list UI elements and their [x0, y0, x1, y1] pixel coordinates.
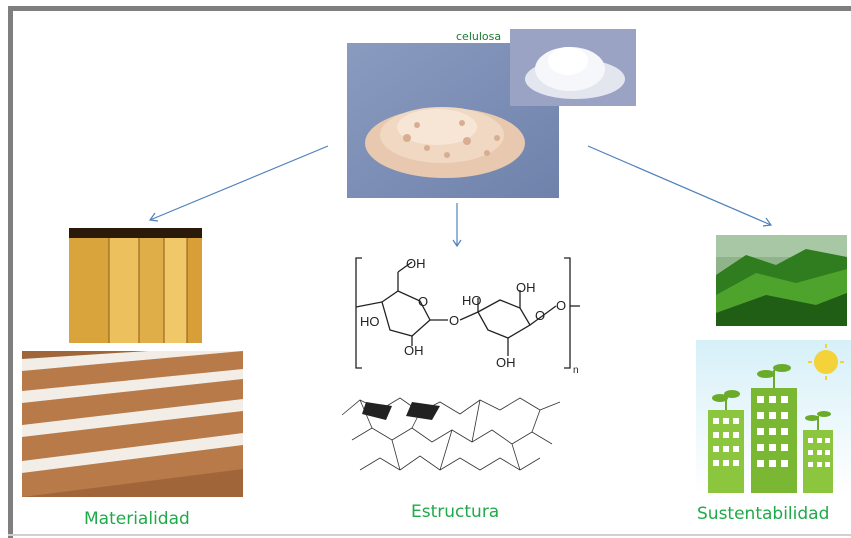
green-city-illustration — [696, 340, 851, 493]
formula-o-ring1: O — [418, 294, 428, 309]
forest-photo — [716, 235, 847, 326]
formula-ho-mid: HO — [462, 293, 482, 308]
formula-oh-top: OH — [406, 256, 426, 271]
formula-ho-left: HO — [360, 314, 380, 329]
wood-beams-photo — [69, 228, 202, 343]
arrow-to-sustentabilidad — [587, 145, 772, 226]
formula-o-end: O — [556, 298, 566, 313]
arrow-to-materialidad — [149, 145, 329, 221]
celulosa-label: celulosa — [456, 30, 502, 43]
formula-oh-right-top: OH — [516, 280, 536, 295]
formula-oh-right-bottom: OH — [496, 355, 516, 370]
formula-o-ring2: O — [535, 308, 545, 323]
frame-bottom-border — [8, 534, 851, 536]
formula-oh-bottom: OH — [404, 343, 424, 358]
frame-top-border — [8, 6, 851, 11]
materialidad-caption: Materialidad — [84, 509, 190, 529]
wood-slats-photo — [22, 351, 243, 497]
cellulose-powder-photo — [510, 29, 636, 106]
formula-n: n — [573, 365, 579, 376]
formula-o-bridge: O — [449, 313, 459, 328]
estructura-caption: Estructura — [411, 502, 500, 522]
sustentabilidad-caption: Sustentabilidad — [697, 504, 830, 524]
frame-left-border — [8, 6, 13, 538]
